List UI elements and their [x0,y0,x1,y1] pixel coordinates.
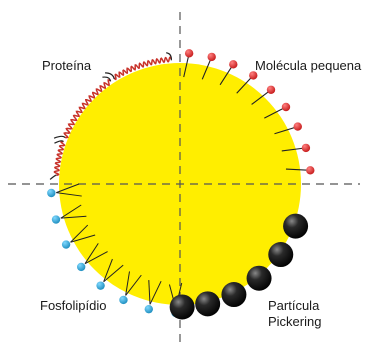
small-molecule-head [267,86,275,94]
phospholipid-head [119,296,127,304]
protein-chain-end [50,175,56,179]
pickering-particle [195,291,220,316]
small-molecule-head [185,49,193,57]
phospholipid-head [96,281,104,289]
small-molecule-head [229,60,237,68]
pickering-particle [268,242,293,267]
pickering-particle [170,294,195,319]
phospholipid-head [47,189,55,197]
small-molecule-head [207,53,215,61]
small-molecule-head [306,166,314,174]
phospholipid-label: Fosfolipídio [40,298,106,314]
pickering-particle [283,214,308,239]
small-molecule-head [294,122,302,130]
phospholipid-head [145,305,153,313]
phospholipid-head [62,240,70,248]
pickering-label-line1: Partícula [268,298,321,314]
protein-label: Proteína [42,58,91,74]
phospholipid-head [52,215,60,223]
pickering-particle-label: Partícula Pickering [268,298,321,330]
pickering-particle [221,282,246,307]
small-molecule-head [282,103,290,111]
pickering-particle [247,266,272,291]
phospholipid-head [77,263,85,271]
protein-chain-end [54,136,65,138]
protein-chain-end [105,73,114,79]
small-molecule-label: Molécula pequena [255,58,361,74]
pickering-label-line2: Pickering [268,314,321,330]
small-molecule-head [302,144,310,152]
